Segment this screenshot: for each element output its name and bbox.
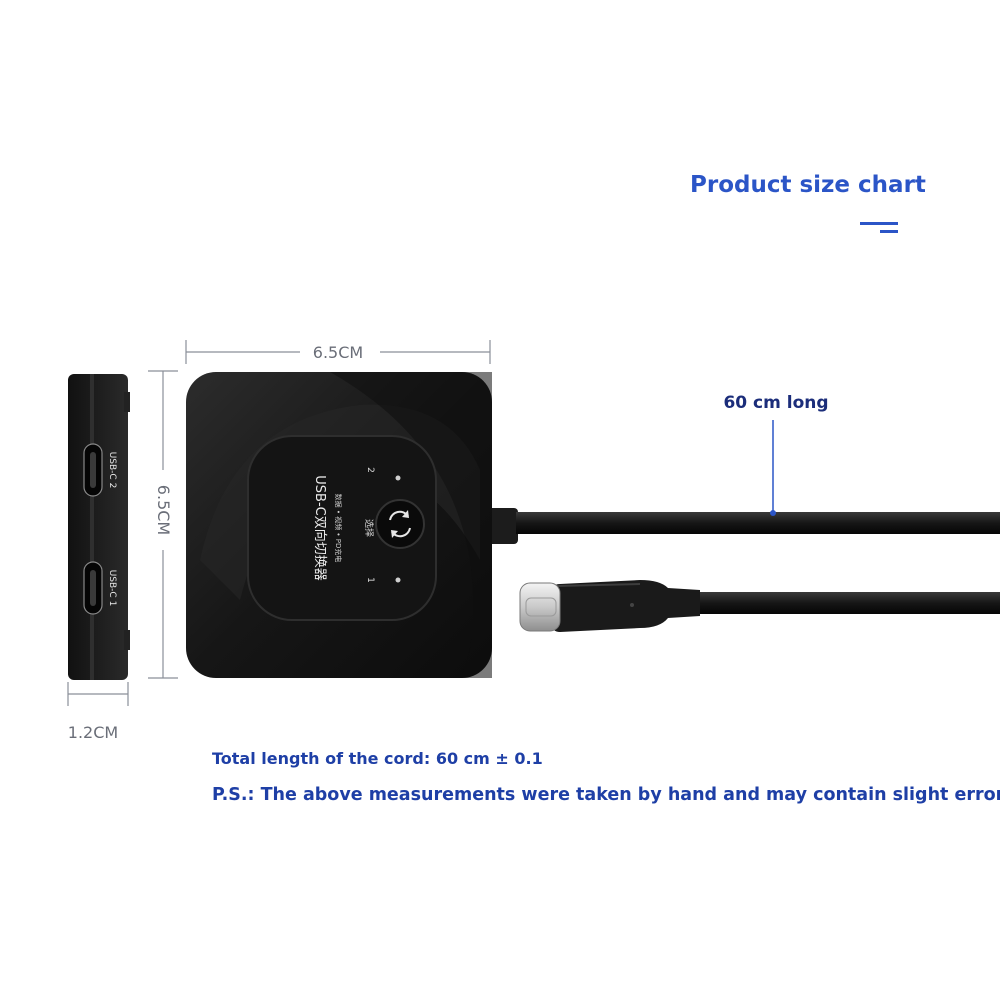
port-1-indicator: 1	[365, 577, 375, 583]
device-subtitle-label: 数据 • 视频 • PD充电	[334, 494, 343, 563]
cable-length-label: 60 cm long	[723, 393, 828, 413]
device-title-label: USB-C双向切换器	[312, 475, 328, 580]
side-port-2-label: USB-C 2	[107, 452, 117, 489]
width-label: 6.5CM	[313, 343, 363, 362]
select-label: 选择	[363, 519, 375, 537]
usb-c-port-icon	[83, 443, 103, 497]
device-side-view: USB-C 2 USB-C 1	[68, 374, 130, 680]
select-button	[375, 499, 425, 549]
port-2-indicator: 2	[365, 467, 375, 473]
width-dimension	[185, 340, 491, 364]
side-port-1-label: USB-C 1	[107, 570, 117, 607]
usb-c-plug	[519, 580, 1000, 632]
thickness-label: 1.2CM	[68, 723, 118, 742]
height-label: 6.5CM	[154, 485, 173, 535]
device-front-view: USB-C双向切换器 数据 • 视频 • PD充电 选择 2 1	[186, 372, 492, 678]
height-dimension	[148, 370, 178, 679]
cord-length-note: Total length of the cord: 60 cm ± 0.1	[212, 749, 543, 768]
cable	[488, 508, 1000, 544]
title-underline	[860, 222, 898, 234]
usb-c-port-icon	[83, 561, 103, 615]
disclaimer-note: P.S.: The above measurements were taken …	[212, 785, 1000, 805]
thickness-dimension	[67, 682, 129, 706]
page-title: Product size chart	[690, 172, 926, 198]
